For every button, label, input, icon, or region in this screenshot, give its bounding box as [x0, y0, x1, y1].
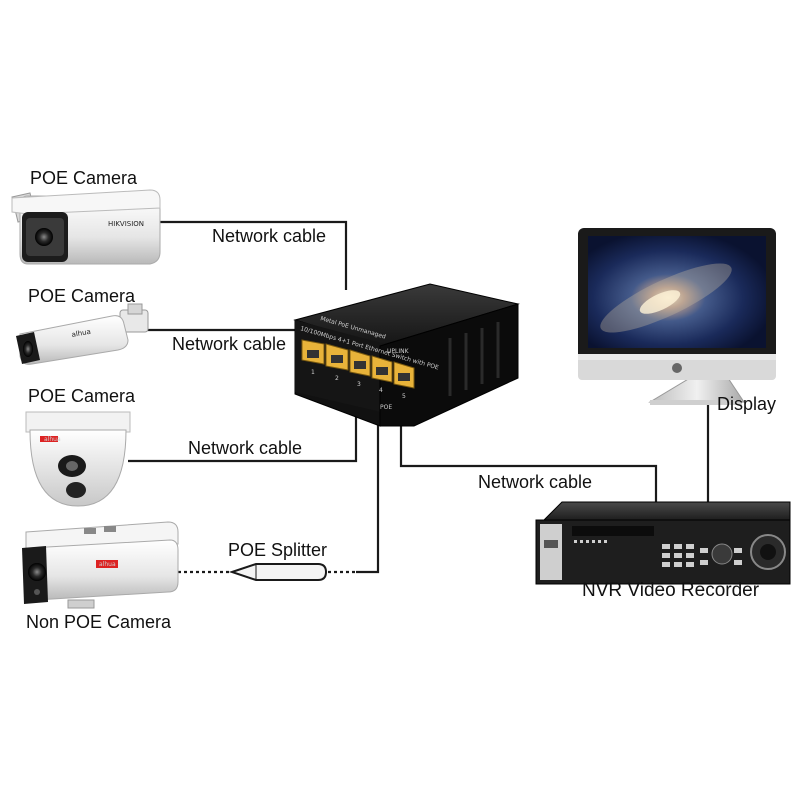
camera-3-brand: alhua: [44, 436, 61, 443]
switch-poe-label: POE: [380, 404, 392, 411]
port-number-5: 5: [402, 393, 406, 400]
cable-nvr: [399, 390, 658, 502]
non-poe-camera: alhua: [22, 521, 179, 609]
camera-3-title: POE Camera: [28, 386, 136, 406]
poe-camera-2: alhua: [16, 303, 149, 365]
switch-uplink-label: UPLINK: [387, 348, 410, 355]
poe-switch: Metal PoE Unmanaged 10/100Mbps 4+1 Port …: [293, 283, 520, 427]
cable-splitter: [356, 390, 380, 574]
poe-camera-1: HIKVISION: [11, 189, 161, 265]
nvr-cable-label: Network cable: [478, 472, 592, 492]
camera-2-cable-label: Network cable: [172, 334, 286, 354]
port-number-1: 1: [311, 369, 315, 376]
splitter-label: POE Splitter: [228, 540, 327, 560]
camera-1-brand: HIKVISION: [108, 220, 144, 228]
camera-4-title: Non POE Camera: [26, 612, 172, 632]
camera-3-cable-label: Network cable: [188, 438, 302, 458]
camera-1-cable-label: Network cable: [212, 226, 326, 246]
poe-camera-3: alhua: [25, 411, 131, 507]
port-number-4: 4: [379, 387, 383, 394]
camera-2-brand: alhua: [71, 328, 92, 339]
camera-2-title: POE Camera: [28, 286, 136, 306]
cable-camera-1: [160, 220, 348, 290]
port-number-2: 2: [335, 375, 339, 382]
poe-splitter: [228, 563, 328, 581]
apple-logo-icon: [672, 363, 682, 373]
camera-1-title: POE Camera: [30, 168, 138, 188]
nvr-recorder: [535, 501, 791, 585]
display-monitor: [578, 228, 776, 405]
nvr-title: NVR Video Recorder: [582, 580, 760, 601]
camera-4-brand: alhua: [99, 561, 116, 568]
port-number-3: 3: [357, 381, 361, 388]
display-title: Display: [717, 394, 776, 414]
